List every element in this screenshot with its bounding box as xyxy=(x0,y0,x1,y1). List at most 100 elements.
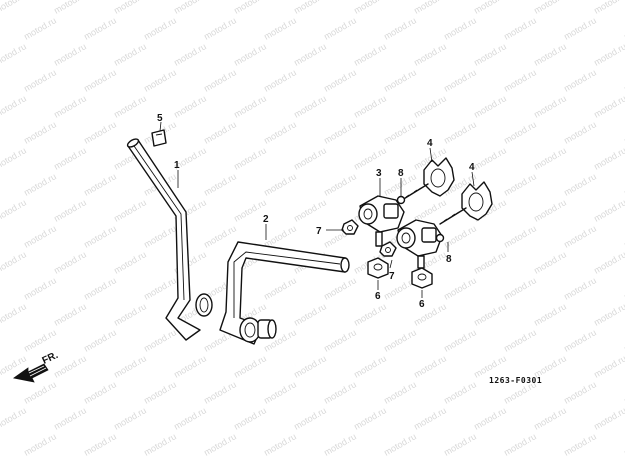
watermark-text: motod.ru xyxy=(0,197,28,223)
watermark-text: motod.ru xyxy=(532,0,568,16)
watermark-text: motod.ru xyxy=(112,0,148,16)
watermark-text: motod.ru xyxy=(442,275,478,301)
watermark-text: motod.ru xyxy=(502,431,538,457)
callout-1: 1 xyxy=(174,160,180,171)
watermark-text: motod.ru xyxy=(562,15,598,41)
watermark-text: motod.ru xyxy=(82,431,118,457)
watermark-text: motod.ru xyxy=(412,301,448,327)
watermark-text: motod.ru xyxy=(472,405,508,431)
watermark-text: motod.ru xyxy=(502,171,538,197)
watermark-text: motod.ru xyxy=(352,301,388,327)
watermark-text: motod.ru xyxy=(322,379,358,405)
watermark-text: motod.ru xyxy=(352,353,388,379)
watermark-text: motod.ru xyxy=(22,171,58,197)
watermark-text: motod.ru xyxy=(142,223,178,249)
watermark-text: motod.ru xyxy=(352,93,388,119)
callout-2: 2 xyxy=(263,214,269,225)
watermark-text: motod.ru xyxy=(442,15,478,41)
watermark-text: motod.ru xyxy=(262,67,298,93)
watermark-text: motod.ru xyxy=(352,405,388,431)
watermark-text: motod.ru xyxy=(232,0,268,16)
watermark-text: motod.ru xyxy=(412,41,448,67)
watermark-text: motod.ru xyxy=(22,15,58,41)
watermark-text: motod.ru xyxy=(262,119,298,145)
watermark-text: motod.ru xyxy=(562,171,598,197)
watermark-text: motod.ru xyxy=(382,379,418,405)
watermark-text: motod.ru xyxy=(412,0,448,16)
screw-8-upper xyxy=(396,195,406,205)
callout-7-left: 7 xyxy=(316,226,322,237)
watermark-text: motod.ru xyxy=(202,15,238,41)
watermark-text: motod.ru xyxy=(352,145,388,171)
watermark-text: motod.ru xyxy=(562,119,598,145)
watermark-text: motod.ru xyxy=(532,41,568,67)
callout-6-left: 6 xyxy=(375,291,381,302)
watermark-text: motod.ru xyxy=(322,275,358,301)
callout-8-upper: 8 xyxy=(398,168,404,179)
watermark-text: motod.ru xyxy=(322,15,358,41)
watermark-text: motod.ru xyxy=(52,197,88,223)
watermark-text: motod.ru xyxy=(532,145,568,171)
watermark-text: motod.ru xyxy=(82,15,118,41)
watermark-text: motod.ru xyxy=(442,431,478,457)
washer-6-left xyxy=(367,257,389,279)
watermark-text: motod.ru xyxy=(442,67,478,93)
watermark-text: motod.ru xyxy=(232,41,268,67)
watermark-text: motod.ru xyxy=(52,301,88,327)
watermark-text: motod.ru xyxy=(382,15,418,41)
watermark-text: motod.ru xyxy=(22,223,58,249)
washer-6-right xyxy=(411,267,433,289)
watermark-text: motod.ru xyxy=(82,119,118,145)
watermark-text: motod.ru xyxy=(0,93,28,119)
watermark-text: motod.ru xyxy=(322,119,358,145)
watermark-text: motod.ru xyxy=(172,405,208,431)
watermark-text: motod.ru xyxy=(382,431,418,457)
watermark-text: motod.ru xyxy=(232,145,268,171)
watermark-text: motod.ru xyxy=(22,67,58,93)
watermark-text: motod.ru xyxy=(502,119,538,145)
watermark-text: motod.ru xyxy=(82,275,118,301)
watermark-text: motod.ru xyxy=(442,223,478,249)
watermark-text: motod.ru xyxy=(412,93,448,119)
watermark-text: motod.ru xyxy=(262,171,298,197)
valve-3-upper xyxy=(358,195,405,247)
valve-lower xyxy=(396,219,443,269)
watermark-text: motod.ru xyxy=(502,15,538,41)
watermark-text: motod.ru xyxy=(82,223,118,249)
watermark-text: motod.ru xyxy=(142,15,178,41)
watermark-text: motod.ru xyxy=(142,379,178,405)
watermark-text: motod.ru xyxy=(112,197,148,223)
watermark-text: motod.ru xyxy=(0,405,28,431)
watermark-text: motod.ru xyxy=(532,301,568,327)
watermark-text: motod.ru xyxy=(382,67,418,93)
watermark-text: motod.ru xyxy=(142,327,178,353)
watermark-text: motod.ru xyxy=(472,301,508,327)
watermark-text: motod.ru xyxy=(22,431,58,457)
callout-7-lower: 7 xyxy=(389,271,395,282)
watermark-text: motod.ru xyxy=(142,67,178,93)
callout-3: 3 xyxy=(376,168,382,179)
watermark-text: motod.ru xyxy=(112,301,148,327)
watermark-text: motod.ru xyxy=(322,171,358,197)
watermark-text: motod.ru xyxy=(502,327,538,353)
watermark-text: motod.ru xyxy=(232,353,268,379)
watermark-text: motod.ru xyxy=(262,15,298,41)
watermark-text: motod.ru xyxy=(292,405,328,431)
watermark-text: motod.ru xyxy=(442,379,478,405)
watermark-text: motod.ru xyxy=(82,379,118,405)
watermark-text: motod.ru xyxy=(592,93,625,119)
watermark-text: motod.ru xyxy=(562,327,598,353)
watermark-text: motod.ru xyxy=(262,431,298,457)
watermark-text: motod.ru xyxy=(112,353,148,379)
watermark-text: motod.ru xyxy=(532,249,568,275)
watermark-text: motod.ru xyxy=(412,353,448,379)
watermark-text: motod.ru xyxy=(292,41,328,67)
clip-5 xyxy=(151,129,167,147)
watermark-text: motod.ru xyxy=(0,249,28,275)
watermark-text: motod.ru xyxy=(592,301,625,327)
watermark-text: motod.ru xyxy=(262,379,298,405)
watermark-text: motod.ru xyxy=(562,275,598,301)
callout-8-lower: 8 xyxy=(446,254,452,265)
watermark-text: motod.ru xyxy=(172,0,208,16)
